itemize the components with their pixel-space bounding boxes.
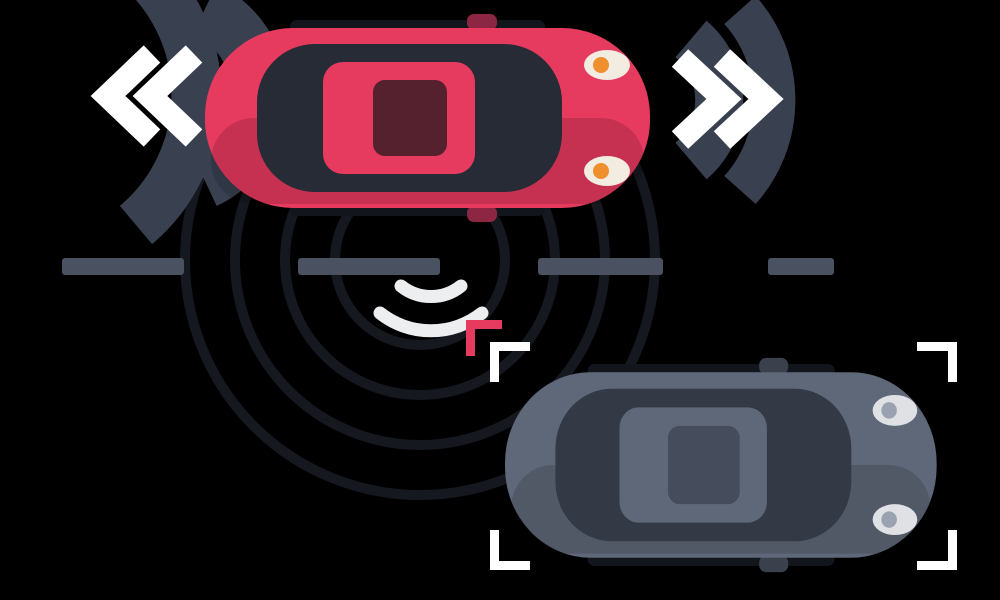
car-sunroof [667,425,740,505]
lane-dash [768,258,834,275]
side-mirror [759,357,789,375]
headlight-bulb [881,511,897,528]
corner-arm [948,530,957,570]
headlight-bulb [593,57,609,73]
chevron-stroke [671,49,742,149]
chevron-stroke [90,45,161,147]
side-mirror [759,555,789,573]
lane-dashes [62,258,834,275]
corner-arm [917,342,957,351]
chevron-right-icon [671,49,784,149]
sonar-wave-arc [394,279,468,304]
headlight-bulb [881,402,897,419]
detection-frame [466,320,957,570]
lane-dash [62,258,184,275]
frame-corner-top-right [917,342,957,382]
chevron-stroke [132,45,203,147]
side-mirror [467,14,497,30]
corner-arm [948,342,957,382]
lane-dash [538,258,663,275]
corner-arm [466,320,502,329]
sensor-fan-arc [119,0,222,245]
frame-corner-bottom-right [917,530,957,570]
red-corner-mark [466,320,502,356]
chevron-stroke [713,49,784,149]
frame-corner-bottom-left [490,530,530,570]
side-mirror [467,206,497,222]
corner-arm [490,342,530,351]
gray-car [505,357,937,573]
frame-corner-top-left [490,342,530,382]
corner-arm [490,561,530,570]
corner-arm [466,320,475,356]
corner-arm [490,342,499,382]
corner-arm [917,561,957,570]
lane-dash [298,258,440,275]
red-car [205,14,650,222]
corner-arm [490,530,499,570]
headlight-bulb [593,163,609,179]
chevron-left-icon [90,45,203,147]
car-sunroof [373,80,447,156]
